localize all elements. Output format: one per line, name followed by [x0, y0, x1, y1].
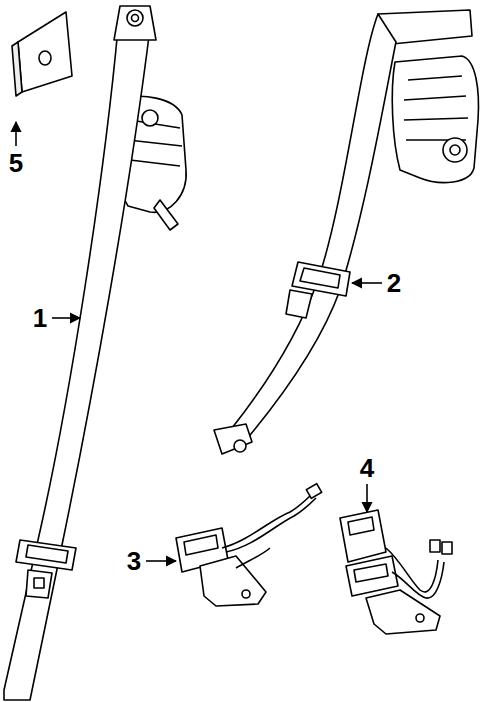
buckle	[176, 484, 322, 606]
callout-number: 1	[33, 305, 47, 331]
callout-number: 3	[127, 548, 141, 574]
rear-belt	[214, 10, 478, 454]
leader-line	[352, 282, 382, 284]
leader-line	[15, 122, 17, 146]
callout-number: 4	[360, 455, 374, 481]
front-belt	[4, 6, 156, 700]
double-buckle	[340, 510, 452, 634]
leader-line	[146, 560, 176, 562]
callout-number: 2	[387, 270, 401, 296]
callout-number: 5	[9, 150, 23, 176]
leader-line	[366, 484, 368, 512]
label-tag	[12, 12, 72, 96]
leader-lines	[16, 122, 382, 561]
leader-line	[52, 317, 80, 319]
